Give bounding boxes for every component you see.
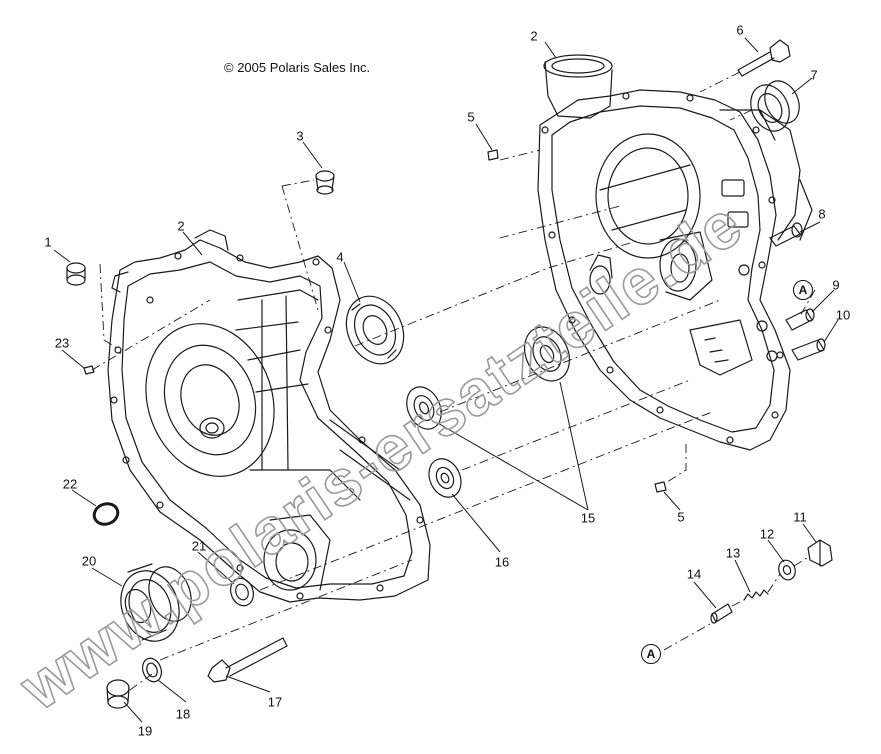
part-21-seal xyxy=(230,577,254,607)
part-5-pin-upper xyxy=(487,149,499,161)
callout-9: 9 xyxy=(832,277,840,293)
part-18-washer xyxy=(141,657,163,683)
callout-19: 19 xyxy=(137,723,153,739)
callout-8: 8 xyxy=(818,206,826,222)
callout-23: 23 xyxy=(54,335,70,351)
callout-4: 4 xyxy=(336,249,344,265)
copyright-notice: © 2005 Polaris Sales Inc. xyxy=(224,60,371,75)
callout-7: 7 xyxy=(810,67,818,83)
callout-22: 22 xyxy=(62,476,78,492)
callout-20: 20 xyxy=(81,553,97,569)
part-12-washer xyxy=(778,559,796,581)
part-14-plunger xyxy=(710,603,733,624)
callout-2-right: 2 xyxy=(530,28,538,44)
part-1-bushing xyxy=(66,262,86,286)
callout-12: 12 xyxy=(759,526,775,542)
part-4-bearing xyxy=(345,295,405,365)
callout-18: 18 xyxy=(175,706,191,722)
part-23-pin xyxy=(83,365,95,375)
callout-15: 15 xyxy=(580,510,596,526)
callout-5-upper: 5 xyxy=(467,109,475,125)
part-13-spring xyxy=(743,589,769,601)
callout-3: 3 xyxy=(296,128,304,144)
part-17-bolt xyxy=(207,637,288,683)
part-10-fitting xyxy=(791,338,826,361)
callout-2-left: 2 xyxy=(177,218,185,234)
reference-mark-a-upper: A xyxy=(793,280,813,300)
left-crankcase xyxy=(107,229,431,603)
part-22-o-ring xyxy=(92,502,120,526)
alignment-lines xyxy=(91,71,816,691)
part-15-bearing-right xyxy=(523,326,571,382)
leader-lines xyxy=(53,37,839,723)
callout-13: 13 xyxy=(725,545,741,561)
part-19-plug xyxy=(106,679,130,709)
part-7-seal xyxy=(750,80,800,132)
callout-11: 11 xyxy=(793,509,807,525)
callout-17: 17 xyxy=(267,694,283,710)
part-3-bushing xyxy=(315,170,335,195)
part-9-fitting xyxy=(785,308,815,331)
part-6-bolt xyxy=(737,39,791,77)
reference-mark-a-lower: A xyxy=(641,644,661,664)
part-20-seal xyxy=(120,563,192,642)
callout-6: 6 xyxy=(736,22,744,38)
callout-16: 16 xyxy=(494,554,510,570)
callout-10: 10 xyxy=(835,307,851,323)
part-15-bearing-left xyxy=(406,386,442,430)
callout-1: 1 xyxy=(44,234,52,250)
callout-21: 21 xyxy=(191,538,207,554)
part-8-plug xyxy=(769,222,803,247)
part-5-pin-lower xyxy=(654,481,667,493)
watermark-text: www.polaris-ersatzteile.de xyxy=(7,187,756,724)
callout-5-lower: 5 xyxy=(677,509,685,525)
part-11-plug xyxy=(807,539,833,567)
callout-14: 14 xyxy=(686,566,702,582)
